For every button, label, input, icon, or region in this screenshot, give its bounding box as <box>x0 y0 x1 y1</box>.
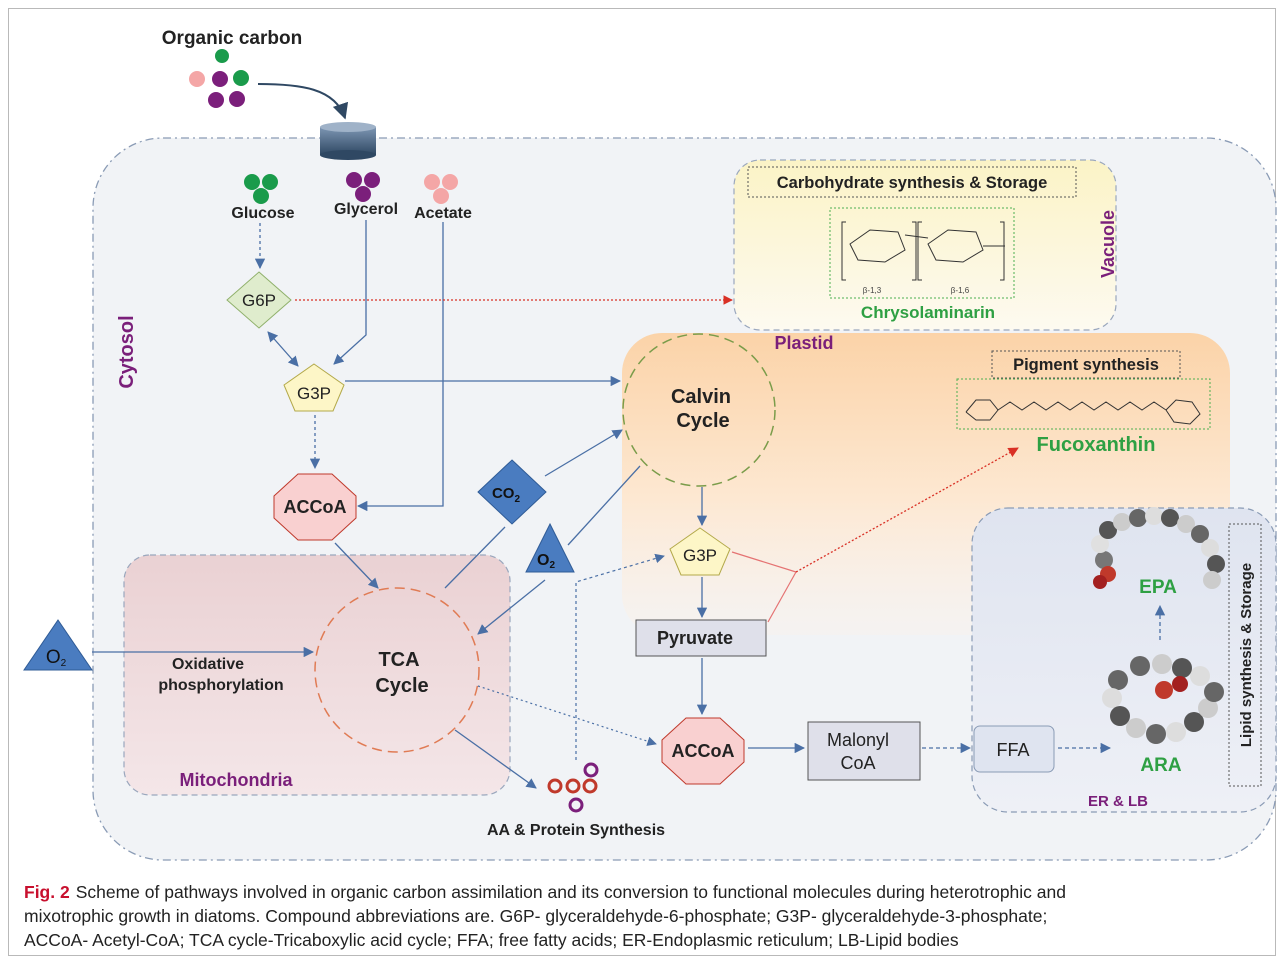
membrane-transporter-icon <box>320 122 376 160</box>
mitochondria-label: Mitochondria <box>180 770 294 790</box>
amino-acid-rings-icon <box>547 762 599 813</box>
arrow-glycerol-g3p <box>333 220 367 365</box>
glycerol-dots-icon <box>346 172 380 202</box>
g6p-node <box>226 271 292 329</box>
vacuole-label: Vacuole <box>1098 210 1118 278</box>
fucoxanthin-label: Fucoxanthin <box>1037 434 1156 456</box>
ffa-node <box>973 725 1055 773</box>
malonyl-coa-line1: Malonyl <box>827 730 889 750</box>
caption-line-2: mixotrophic growth in diatoms. Compound … <box>24 906 1048 926</box>
aa-protein-label: AA & Protein Synthesis <box>487 822 665 839</box>
epa-molecule-icon <box>1091 507 1225 589</box>
pyruvate-label: Pyruvate <box>657 628 733 648</box>
chrysolaminarin-structure-icon: β-1,3 β-1,6 <box>829 207 1015 299</box>
mitochondria-region <box>123 554 511 796</box>
arrow-accoa-tca <box>334 542 379 589</box>
oxidative-line2: phosphorylation <box>158 677 283 694</box>
arrow-o2-tca <box>477 579 546 635</box>
lipid-title: Lipid synthesis & Storage <box>1238 563 1255 747</box>
fucoxanthin-structure-icon <box>956 378 1211 430</box>
o2-triangle-left <box>23 619 93 671</box>
lipid-title-box <box>1228 523 1262 787</box>
tca-cycle-line1: TCA <box>378 649 419 671</box>
organic-carbon-label: Organic carbon <box>162 28 302 49</box>
co2-node <box>477 459 547 525</box>
calvin-cycle-node <box>622 333 776 487</box>
accoa-plastid-node <box>661 717 745 785</box>
arrow-tca-accoa <box>477 685 657 746</box>
plastid-label: Plastid <box>774 333 833 353</box>
oxidative-line1: Oxidative <box>172 656 244 673</box>
carbohydrate-title-box <box>747 166 1077 198</box>
beta16-label: β-1,6 <box>951 286 970 295</box>
caption-text-1: Scheme of pathways involved in organic c… <box>75 882 1066 902</box>
arrow-pyruvate-junction <box>767 571 797 623</box>
g3p-plastid-node <box>669 527 731 576</box>
arrow-tca-co2 <box>444 526 506 589</box>
glycerol-label: Glycerol <box>334 201 398 218</box>
g3p-plastid-label: G3P <box>683 546 717 565</box>
er-lb-label: ER & LB <box>1088 793 1148 810</box>
co2-label: CO2 <box>492 485 521 505</box>
o2-triangle-center <box>525 522 575 573</box>
arrow-tca-aa <box>454 729 537 789</box>
calvin-cycle-line1: Calvin <box>671 386 731 408</box>
tca-cycle-line2: Cycle <box>375 675 428 697</box>
arrow-co2-calvin <box>544 429 623 477</box>
chrysolaminarin-label: Chrysolaminarin <box>861 303 995 322</box>
arrow-g3p-junction <box>731 551 797 573</box>
pigment-title: Pigment synthesis <box>1013 356 1159 374</box>
caption-line-3: ACCoA- Acetyl-CoA; TCA cycle-Tricaboxyli… <box>24 930 959 950</box>
glucose-label: Glucose <box>231 205 294 222</box>
accoa-cytosol-node <box>273 473 357 541</box>
accoa-plastid-label: ACCoA <box>672 741 735 761</box>
g3p-cytosol-node <box>283 363 345 412</box>
beta13-label: β-1,3 <box>863 286 882 295</box>
glucose-dots-icon <box>244 174 278 204</box>
accoa-cytosol-label: ACCoA <box>284 497 347 517</box>
cytosol-label: Cytosol <box>116 315 138 388</box>
o2-label-center: O2 <box>537 552 555 571</box>
acetate-label: Acetate <box>414 205 472 222</box>
pathway-diagram: Organic carbon Glucose Glycerol Acetate … <box>23 28 1277 861</box>
g6p-label: G6P <box>242 291 276 310</box>
arrow-acetate-accoa <box>356 222 444 512</box>
g3p-cytosol-label: G3P <box>297 384 331 403</box>
calvin-cycle-line2: Cycle <box>676 410 729 432</box>
figure-label: Fig. 2 <box>24 882 70 902</box>
malonyl-coa-node <box>807 721 921 781</box>
pyruvate-node <box>635 619 767 657</box>
malonyl-coa-line2: CoA <box>840 753 875 773</box>
acetate-dots-icon <box>424 174 458 204</box>
o2-label-left: O2 <box>46 647 67 669</box>
ffa-label: FFA <box>996 740 1029 760</box>
ara-label: ARA <box>1140 755 1181 776</box>
tca-cycle-node <box>314 587 480 753</box>
arrow-g6p-g3p <box>267 331 299 367</box>
organic-carbon-dots-icon <box>189 49 249 108</box>
carbohydrate-title: Carbohydrate synthesis & Storage <box>777 174 1048 192</box>
uptake-arrow <box>257 83 349 120</box>
pigment-title-box <box>991 350 1181 379</box>
epa-label: EPA <box>1139 577 1177 598</box>
ara-molecule-icon <box>1102 654 1224 744</box>
arrow-calvin-o2 <box>567 465 641 546</box>
